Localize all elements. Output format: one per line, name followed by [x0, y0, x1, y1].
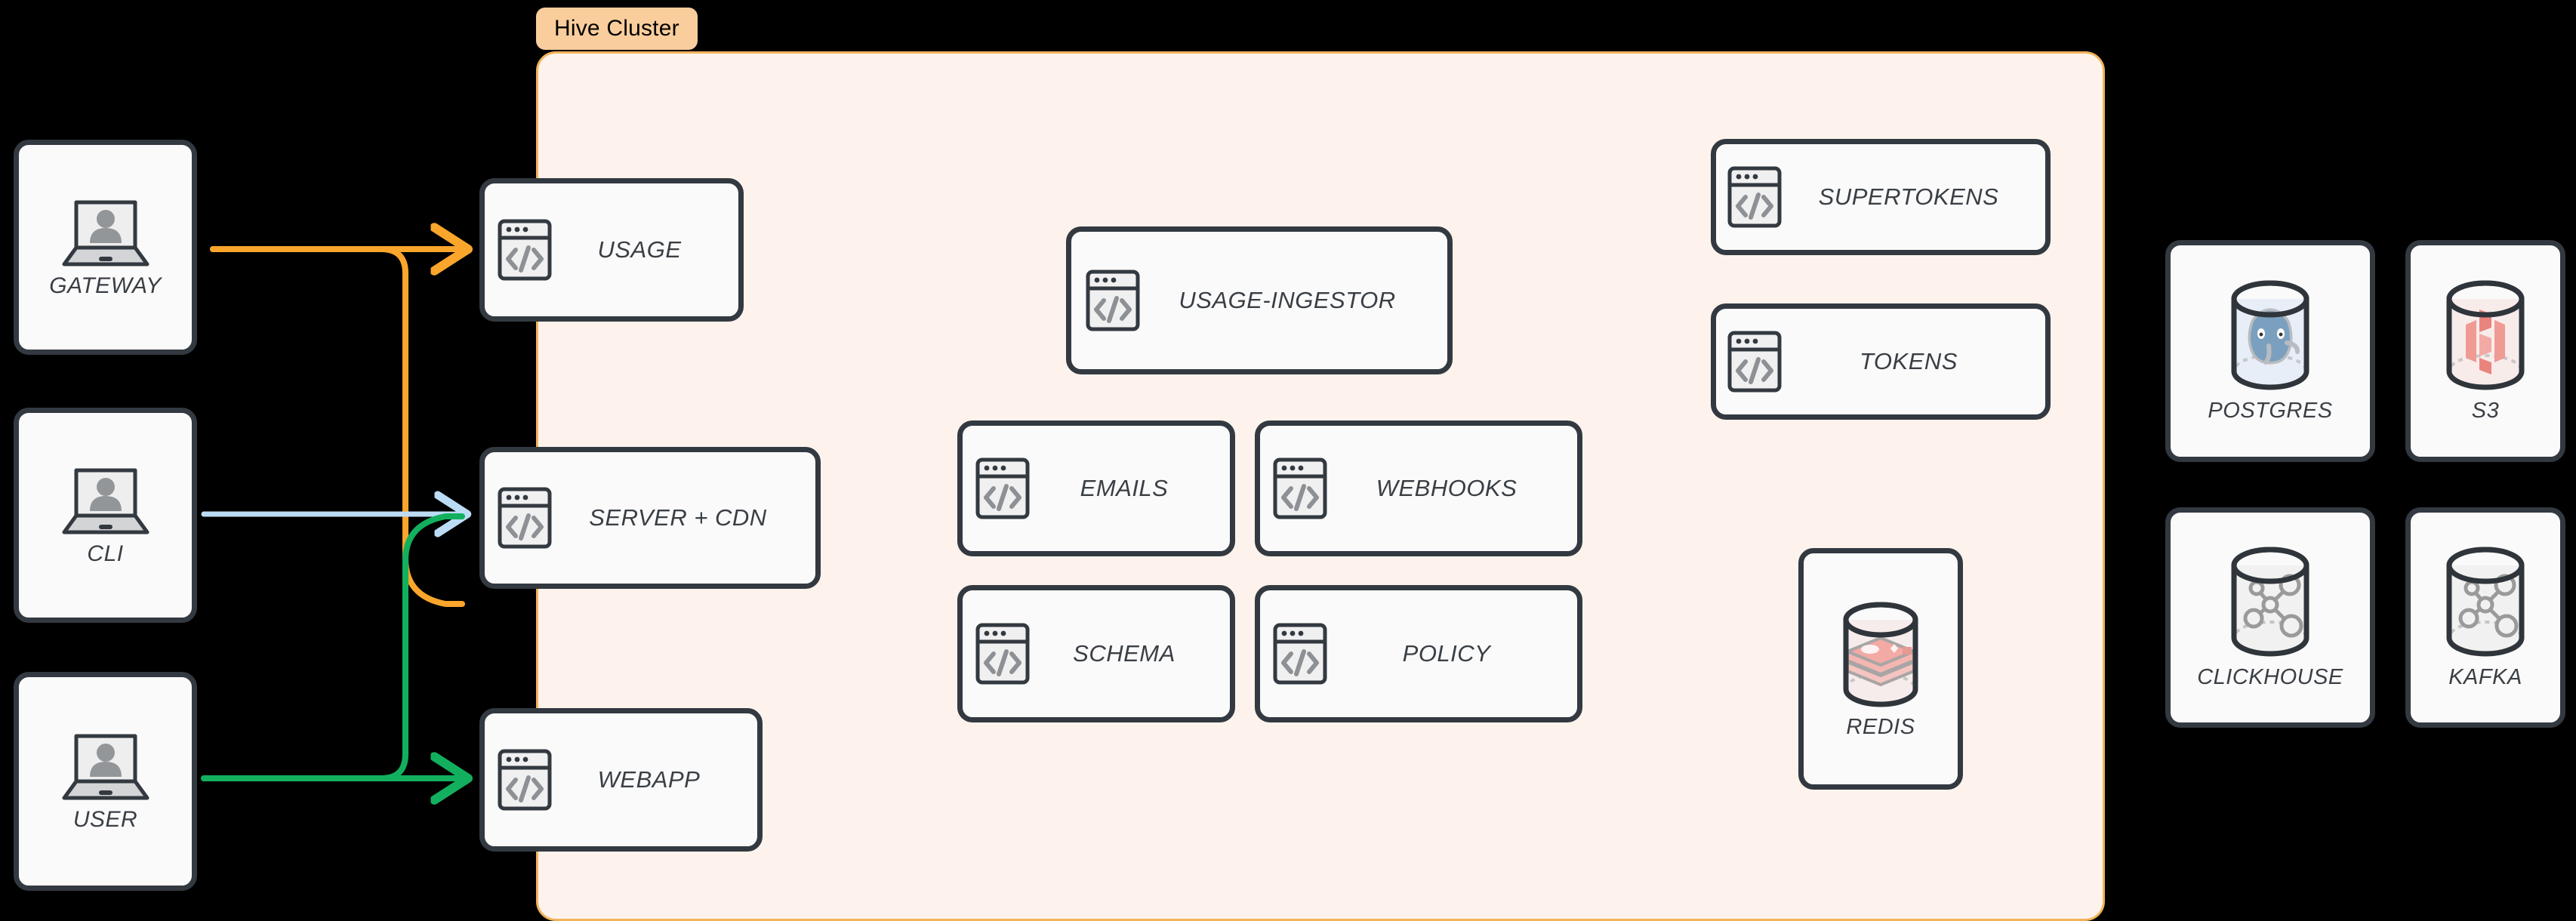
- store-label: REDIS: [1846, 714, 1915, 739]
- service-label: SCHEMA: [1073, 640, 1176, 667]
- hive-cluster-label: Hive Cluster: [536, 8, 698, 50]
- redis-cylinder-icon: [1831, 599, 1930, 710]
- store-node-clickhouse[interactable]: CLICKHOUSE: [2165, 507, 2375, 728]
- postgres-cylinder-icon: [2217, 279, 2323, 394]
- code-window-icon: [975, 455, 1031, 522]
- code-window-icon: [1272, 621, 1328, 687]
- service-label: SERVER + CDN: [589, 504, 767, 531]
- service-node-policy[interactable]: POLICY: [1255, 585, 1582, 722]
- client-node-cli[interactable]: CLI: [14, 408, 197, 623]
- code-window-icon: [497, 747, 553, 813]
- service-node-server-cdn[interactable]: SERVER + CDN: [479, 447, 821, 589]
- graph-cylinder-icon: [2217, 546, 2323, 661]
- store-node-postgres[interactable]: POSTGRES: [2165, 240, 2375, 462]
- service-label: USAGE-INGESTOR: [1179, 287, 1396, 313]
- laptop-user-icon: [60, 730, 152, 804]
- service-node-usage[interactable]: USAGE: [479, 178, 744, 322]
- service-node-webapp[interactable]: WEBAPP: [479, 708, 763, 852]
- service-label: WEBAPP: [597, 766, 701, 793]
- code-window-icon: [1727, 328, 1783, 395]
- laptop-user-icon: [60, 464, 152, 538]
- edge-user-to-server-cdn: [201, 513, 465, 781]
- service-node-webhooks[interactable]: WEBHOOKS: [1255, 420, 1582, 556]
- service-node-usage-ingestor[interactable]: USAGE-INGESTOR: [1066, 226, 1453, 374]
- client-label: CLI: [87, 541, 124, 566]
- store-label: CLICKHOUSE: [2197, 664, 2343, 689]
- store-node-kafka[interactable]: KAFKA: [2405, 507, 2565, 728]
- service-label: WEBHOOKS: [1376, 475, 1518, 501]
- code-window-icon: [497, 485, 553, 551]
- service-label: USAGE: [597, 236, 682, 263]
- laptop-user-icon: [60, 196, 152, 270]
- graph-cylinder-icon: [2433, 546, 2538, 661]
- service-node-emails[interactable]: EMAILS: [957, 420, 1235, 556]
- client-label: USER: [72, 807, 138, 832]
- client-node-user[interactable]: USER: [14, 672, 197, 891]
- service-label: POLICY: [1402, 640, 1491, 667]
- store-node-s3[interactable]: S3: [2405, 240, 2565, 462]
- store-node-redis[interactable]: REDIS: [1798, 548, 1963, 790]
- service-label: SUPERTOKENS: [1818, 183, 1999, 210]
- store-label: KAFKA: [2448, 664, 2522, 689]
- edge-gateway-to-server-cdn: [210, 246, 465, 607]
- service-label: EMAILS: [1080, 475, 1169, 501]
- service-node-tokens[interactable]: TOKENS: [1711, 303, 2051, 420]
- service-node-schema[interactable]: SCHEMA: [957, 585, 1235, 722]
- s3-cylinder-icon: [2433, 279, 2538, 394]
- store-label: S3: [2471, 398, 2500, 423]
- service-node-supertokens[interactable]: SUPERTOKENS: [1711, 139, 2051, 255]
- code-window-icon: [975, 621, 1031, 687]
- service-label: TOKENS: [1860, 348, 1958, 374]
- code-window-icon: [497, 217, 553, 283]
- client-label: GATEWAY: [49, 273, 162, 298]
- code-window-icon: [1272, 455, 1328, 522]
- code-window-icon: [1085, 267, 1141, 334]
- client-node-gateway[interactable]: GATEWAY: [14, 140, 197, 355]
- store-label: POSTGRES: [2208, 398, 2333, 423]
- code-window-icon: [1727, 164, 1783, 230]
